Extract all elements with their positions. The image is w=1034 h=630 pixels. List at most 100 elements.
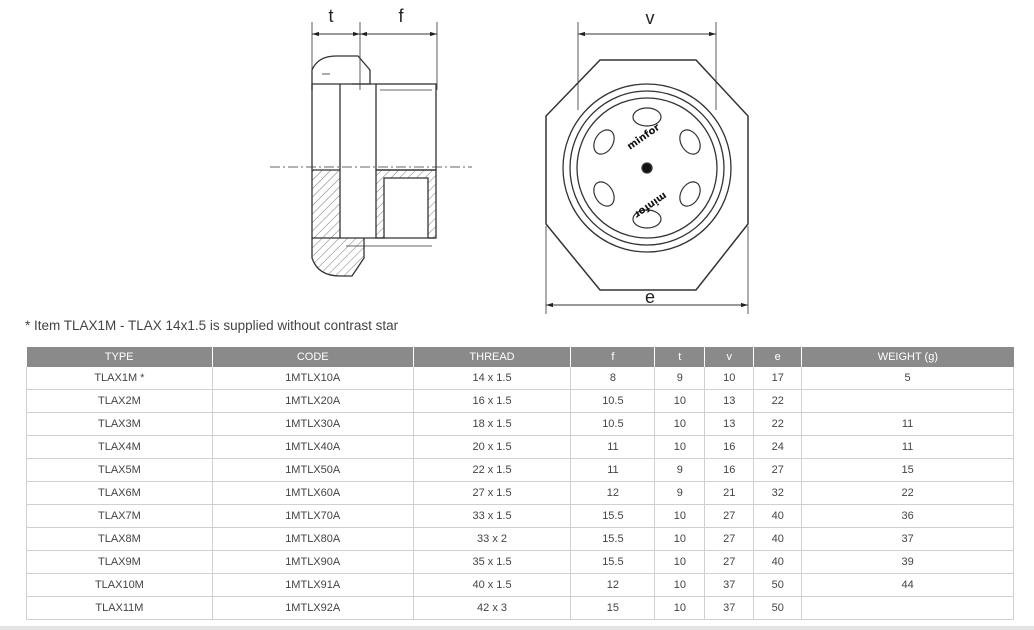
table-cell: TLAX2M	[26, 389, 213, 413]
table-cell: 40	[753, 527, 803, 551]
table-cell: 15	[570, 596, 656, 620]
table-cell: 11	[801, 412, 1014, 436]
table-cell: 40	[753, 550, 803, 574]
brand-mark-top: minfor	[625, 122, 662, 152]
table-cell: 10	[654, 596, 706, 620]
column-header: e	[753, 347, 803, 367]
table-cell: 1MTLX60A	[212, 481, 414, 505]
column-header: THREAD	[413, 347, 572, 367]
brand-mark-bottom: minfor	[632, 190, 669, 220]
table-cell: 1MTLX70A	[212, 504, 414, 528]
column-header: CODE	[212, 347, 414, 367]
column-header: f	[570, 347, 656, 367]
table-cell: 13	[704, 389, 755, 413]
table-cell: 18 x 1.5	[413, 412, 572, 436]
table-cell	[801, 596, 1014, 620]
table-cell: 33 x 1.5	[413, 504, 572, 528]
table-cell: 40 x 1.5	[413, 573, 572, 597]
table-cell: 10.5	[570, 389, 656, 413]
table-cell: 32	[753, 481, 803, 505]
table-cell: 27	[753, 458, 803, 482]
dim-label-f: f	[398, 6, 404, 26]
table-cell: 27 x 1.5	[413, 481, 572, 505]
dim-label-v: v	[646, 8, 655, 28]
table-cell: 8	[570, 367, 656, 390]
table-cell: 16 x 1.5	[413, 389, 572, 413]
table-cell: TLAX8M	[26, 527, 213, 551]
table-cell: TLAX11M	[26, 596, 213, 620]
table-cell: 10	[654, 412, 706, 436]
table-cell: TLAX6M	[26, 481, 213, 505]
table-cell: 12	[570, 481, 656, 505]
table-cell: TLAX7M	[26, 504, 213, 528]
table-cell: 1MTLX80A	[212, 527, 414, 551]
table-cell: 39	[801, 550, 1014, 574]
table-cell: 1MTLX30A	[212, 412, 414, 436]
column-header: TYPE	[26, 347, 213, 367]
technical-drawing: t f minfor minfor v e	[270, 6, 749, 314]
table-cell: 24	[753, 435, 803, 459]
table-cell: 11	[801, 435, 1014, 459]
table-cell: 35 x 1.5	[413, 550, 572, 574]
side-view	[270, 22, 472, 277]
table-cell: 11	[570, 435, 656, 459]
table-cell: 10	[654, 550, 706, 574]
table-cell: 9	[654, 458, 706, 482]
dim-label-e: e	[645, 287, 655, 307]
table-cell: TLAX9M	[26, 550, 213, 574]
table-cell: 15.5	[570, 504, 656, 528]
table-cell: 21	[704, 481, 755, 505]
table-cell: 1MTLX90A	[212, 550, 414, 574]
table-cell: 1MTLX20A	[212, 389, 414, 413]
table-cell: 27	[704, 550, 755, 574]
column-header: t	[654, 347, 706, 367]
table-cell: 40	[753, 504, 803, 528]
table-cell: 13	[704, 412, 755, 436]
table-cell: 50	[753, 573, 803, 597]
table-cell: TLAX3M	[26, 412, 213, 436]
table-cell: 1MTLX10A	[212, 367, 414, 390]
front-view	[545, 22, 749, 314]
bottom-divider	[0, 626, 1034, 630]
table-cell: 27	[704, 527, 755, 551]
table-cell: 37	[801, 527, 1014, 551]
table-cell: 36	[801, 504, 1014, 528]
table-cell: 37	[704, 596, 755, 620]
table-cell: 10	[654, 504, 706, 528]
table-cell: 10	[654, 435, 706, 459]
column-header: v	[704, 347, 755, 367]
table-cell: 1MTLX92A	[212, 596, 414, 620]
table-cell: 37	[704, 573, 755, 597]
table-cell: 16	[704, 458, 755, 482]
table-cell: 10	[654, 527, 706, 551]
table-cell: 12	[570, 573, 656, 597]
table-cell: 33 x 2	[413, 527, 572, 551]
table-cell: 14 x 1.5	[413, 367, 572, 390]
table-cell: 11	[570, 458, 656, 482]
table-cell: 10.5	[570, 412, 656, 436]
table-cell: 17	[753, 367, 803, 390]
table-cell: TLAX10M	[26, 573, 213, 597]
table-cell: 42 x 3	[413, 596, 572, 620]
table-cell: 22 x 1.5	[413, 458, 572, 482]
table-cell: 15.5	[570, 550, 656, 574]
table-cell: 15	[801, 458, 1014, 482]
table-cell: 27	[704, 504, 755, 528]
table-cell: TLAX4M	[26, 435, 213, 459]
table-cell	[801, 389, 1014, 413]
table-cell: 5	[801, 367, 1014, 390]
dim-label-t: t	[328, 6, 333, 26]
table-cell: 22	[753, 412, 803, 436]
table-cell: 50	[753, 596, 803, 620]
